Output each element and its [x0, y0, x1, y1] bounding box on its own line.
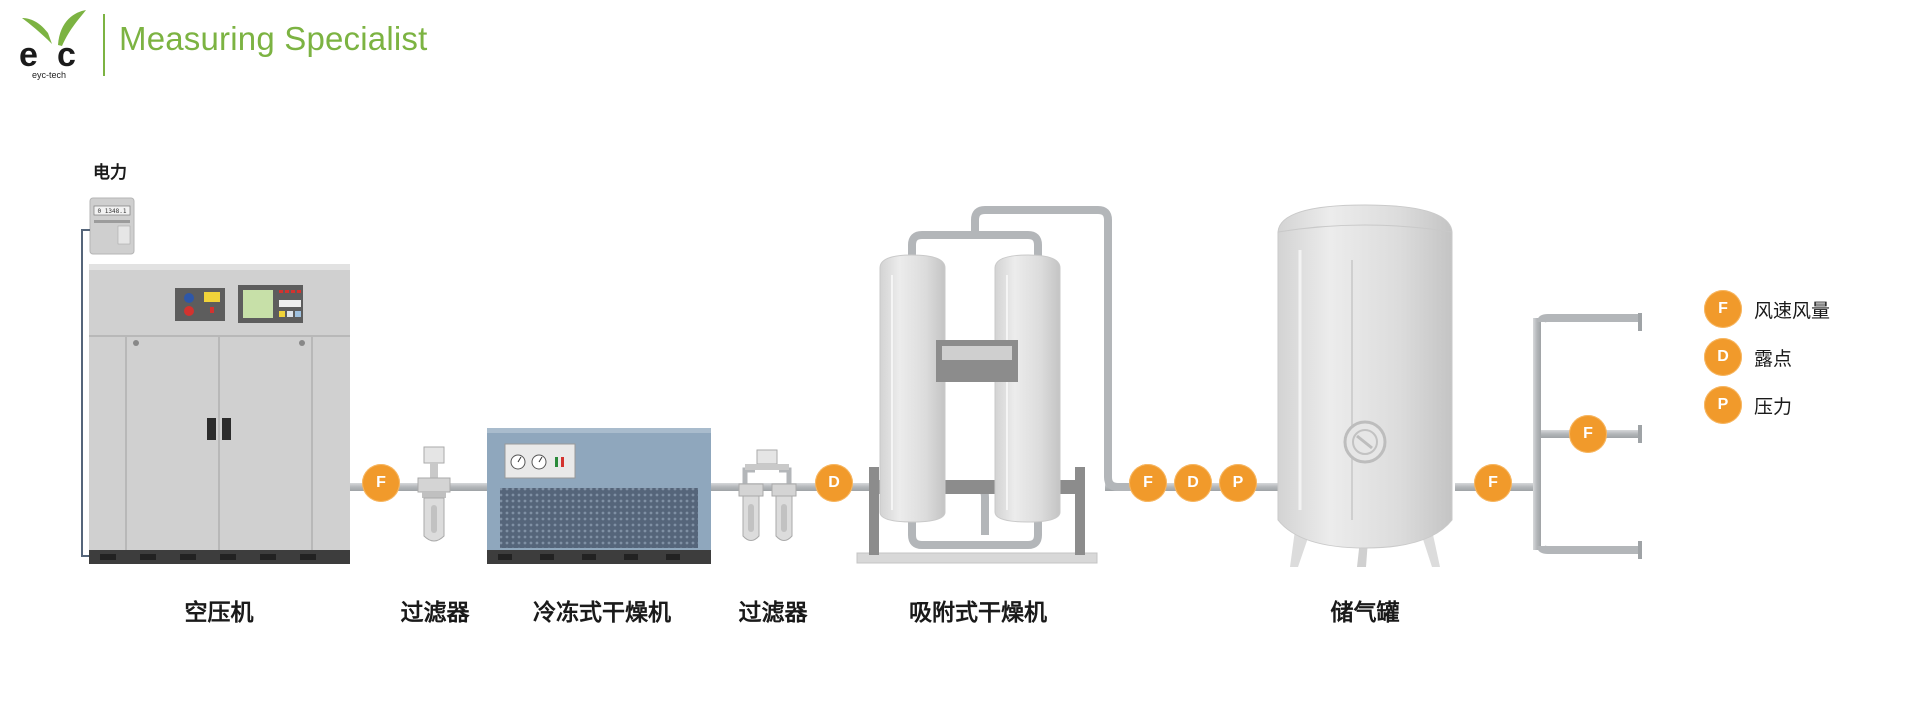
legend-label: 压力 [1754, 395, 1793, 418]
measurement-badge-flow: F [1129, 464, 1167, 502]
legend-badge: F [1704, 290, 1742, 328]
label-air-compressor: 空压机 [184, 600, 254, 626]
legend-item-flow: F 风速风量 [1704, 290, 1830, 328]
svg-text:0 1348.1: 0 1348.1 [98, 208, 127, 215]
legend-item-pressure: P 压力 [1704, 386, 1792, 424]
measurement-badge-flow: F [1474, 464, 1512, 502]
power-label: 电力 [93, 163, 127, 183]
power-cable [81, 229, 90, 557]
label-filter-1: 过滤器 [400, 600, 470, 626]
measurement-badge-pressure: P [1219, 464, 1257, 502]
measurement-badge-dewpoint: D [815, 464, 853, 502]
adsorption-dryer-machine [856, 254, 1098, 564]
legend-label: 风速风量 [1754, 299, 1831, 322]
logo-subtext: eyc-tech [32, 70, 67, 80]
svg-text:c: c [57, 36, 76, 74]
filter-2-unit [738, 449, 797, 541]
eyc-logo-icon: e c [19, 10, 86, 74]
brand-tagline: Measuring Specialist [119, 20, 428, 57]
label-air-tank: 储气罐 [1330, 600, 1400, 626]
legend-label: 露点 [1754, 347, 1793, 370]
legend-item-dewpoint: D 露点 [1704, 338, 1792, 376]
measurement-badge-dewpoint: D [1174, 464, 1212, 502]
refrigerated-dryer-machine [487, 428, 711, 564]
label-refrigerated-dryer: 冷冻式干燥机 [533, 600, 671, 626]
logo-divider [103, 14, 105, 76]
legend-badge: D [1704, 338, 1742, 376]
air-compressor-machine [89, 264, 350, 564]
svg-text:e: e [19, 36, 38, 74]
filter-1-unit [417, 446, 451, 542]
label-filter-2: 过滤器 [738, 600, 808, 626]
air-tank-vessel [1277, 204, 1453, 567]
legend-badge: P [1704, 386, 1742, 424]
measurement-badge-flow: F [362, 464, 400, 502]
power-meter: 0 1348.1 [89, 197, 135, 255]
measurement-badge-flow: F [1569, 415, 1607, 453]
label-adsorption-dryer: 吸附式干燥机 [909, 600, 1047, 626]
